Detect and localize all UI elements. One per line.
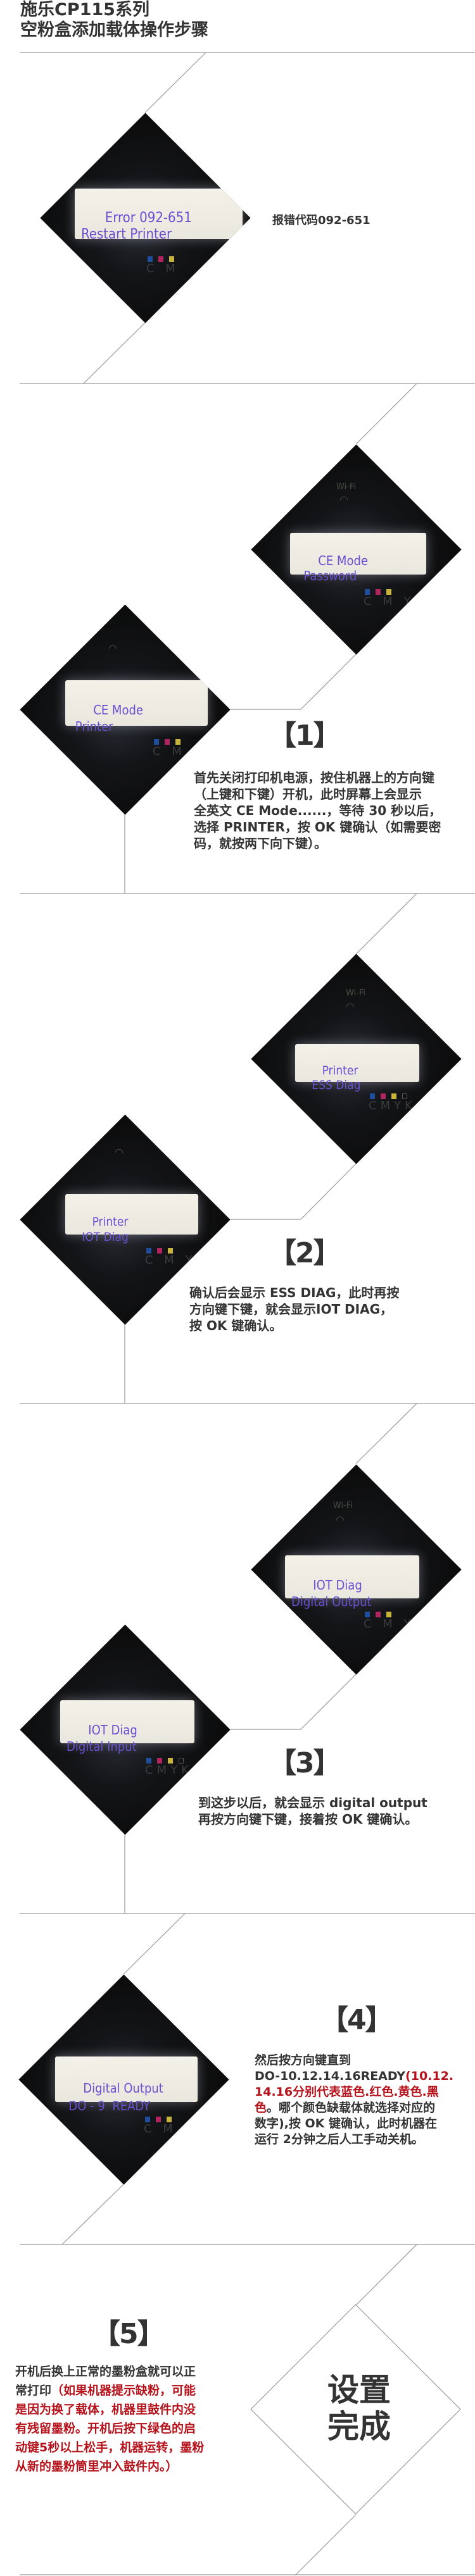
step-2-text: 确认后会显示 ESS DIAG，此时再按 方向键下键，就会显示IOT DIAG，… [189,1285,400,1333]
lcd-line-1: IOT Diag [88,1722,137,1738]
lcd-line-1: CE Mode [318,553,368,568]
step-4-text: 然后按方向键直到 DO-10.12.14.16READY(10.12. 14.1… [255,2053,454,2146]
lcd-line-1: CE Mode [93,702,143,718]
step-2-number: 【2】 [269,1237,341,1269]
toner-labels: C M [153,745,186,758]
photo-ce-mode-password: Wi-Fi ◠ CE Mode Password C M Y [251,444,462,655]
toner-labels: C M Y [145,1254,196,1267]
step-5-text: 开机后换上正常的墨粉盒就可以正 常打印（如果机器提示缺粉，可能 是因为换了载体，… [15,2365,205,2473]
step-4-number: 【4】 [320,2004,393,2036]
step-1-text: 首先关闭打印机电源，按住机器上的方向键 （上键和下键）开机，此时屏幕上会显示 全… [194,770,442,851]
step-3-number: 【3】 [269,1747,341,1779]
step-3-text: 到这步以后，就会显示 digital output 再按方向键下键，接着按 OK… [198,1795,428,1827]
lcd-line-1: Digital Output [83,2081,163,2096]
lcd-screen: Digital Output DO - 9 READY [55,2056,198,2113]
wifi-icon: ◠ [108,642,117,654]
lcd-line-2: Restart Printer [81,227,172,242]
title-line-2: 空粉盒添加载体操作步骤 [20,20,208,40]
lcd-line-2: Password [296,568,357,583]
toner-labels: CMYK [145,1764,193,1777]
lcd-screen: Printer ESS Diag [295,1044,419,1092]
toner-labels: CMYK [369,1099,416,1112]
toner-labels: C M [146,262,179,275]
photo-printer-ess-diag: Wi-Fi ◠ Printer ESS Diag CMYK [251,954,462,1164]
error-code-label: 报错代码092-651 [272,214,370,227]
wifi-icon: ◠ [346,1000,355,1012]
wifi-label: Wi-Fi [333,1501,353,1510]
wifi-icon: ◠ [115,1146,124,1158]
lcd-line-1: Printer [92,1215,129,1229]
toner-labels: C M Y [364,1617,415,1631]
lcd-line-1: Error 092-651 [104,210,192,226]
lcd-line-2: IOT Diag [72,1230,129,1244]
title-line-1: 施乐CP115系列 [20,0,149,20]
lcd-line-1: Printer [322,1064,358,1078]
page-title: 施乐CP115系列 空粉盒添加载体操作步骤 [20,0,208,40]
step-5-number: 【5】 [92,2318,165,2350]
lcd-line-1: IOT Diag [313,1577,362,1593]
toner-labels: C M Y [364,595,415,608]
lcd-screen: CE Mode Printer [65,680,208,734]
toner-labels: C M Y [144,2122,195,2136]
wifi-icon: ◠ [336,1514,345,1526]
wifi-label: Wi-Fi [346,988,366,998]
step-1-number: 【1】 [269,719,341,752]
lcd-line-2: Printer [72,719,113,734]
wifi-label: Wi-Fi [336,482,357,492]
finish-label: 设置 完成 [327,2372,391,2445]
photo-digital-output-ready: Digital Output DO - 9 READY C M Y [18,1974,229,2185]
lcd-screen: CE Mode Password [290,533,426,583]
wifi-icon: ◠ [339,494,348,506]
lcd-line-2: Digital Input [66,1739,137,1754]
lcd-screen: Printer IOT Diag [65,1194,198,1244]
